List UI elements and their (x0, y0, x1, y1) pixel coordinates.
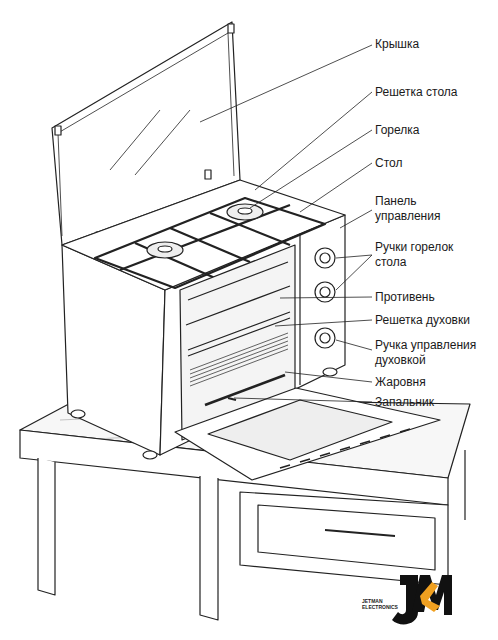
part-label: Запальник (375, 395, 495, 410)
hinge (55, 126, 61, 135)
stove-foot (323, 368, 337, 376)
part-label: Горелка (375, 123, 495, 138)
logo-j (392, 575, 418, 624)
leader-line (280, 297, 372, 298)
burner (147, 242, 183, 258)
burner-knob (315, 248, 335, 268)
leader-line (200, 45, 372, 122)
leader-lines (200, 45, 372, 402)
cooktop (62, 180, 345, 290)
stove-foot (143, 451, 157, 459)
leader-line (336, 255, 372, 290)
burner-knob (315, 282, 335, 302)
part-label: Жаровня (375, 375, 495, 390)
leader-line (285, 372, 372, 382)
stove-foot (71, 410, 85, 418)
knob-center (320, 287, 330, 297)
hinge (205, 170, 211, 179)
burner-cap (238, 208, 252, 214)
leader-line (275, 320, 372, 326)
leader-line (250, 130, 372, 208)
burner (227, 204, 263, 220)
panel-divider (299, 233, 300, 385)
table-drawer-face (240, 492, 448, 585)
knob-center (320, 253, 330, 263)
burner-cap (158, 246, 172, 252)
door-window (208, 400, 392, 460)
logo-text: JETMAN ELECTRONICS (362, 598, 398, 610)
part-label: Крышка (375, 37, 495, 52)
part-label: Ручки горелок стола (375, 240, 465, 270)
leader-line (234, 398, 372, 402)
logo-m (412, 575, 452, 615)
part-label: Решетка стола (375, 85, 495, 100)
door-vents (280, 429, 410, 468)
part-label: Противень (375, 290, 495, 305)
drawer-handle (325, 530, 395, 536)
part-label: Стол (375, 156, 495, 171)
leader-line (300, 163, 372, 212)
oven-knob (315, 328, 335, 348)
part-label: Панель управления (375, 194, 455, 224)
leader-line (340, 210, 372, 228)
lid-reflection (110, 110, 190, 175)
part-label: Решетка духовки (375, 313, 495, 328)
hinge (228, 24, 234, 33)
drawer (258, 505, 435, 570)
part-label: Ручка управления духовкой (375, 338, 487, 368)
knob-center (320, 333, 330, 343)
leader-line (336, 340, 372, 350)
logo-runner (420, 582, 440, 612)
oven-rack (190, 333, 288, 386)
